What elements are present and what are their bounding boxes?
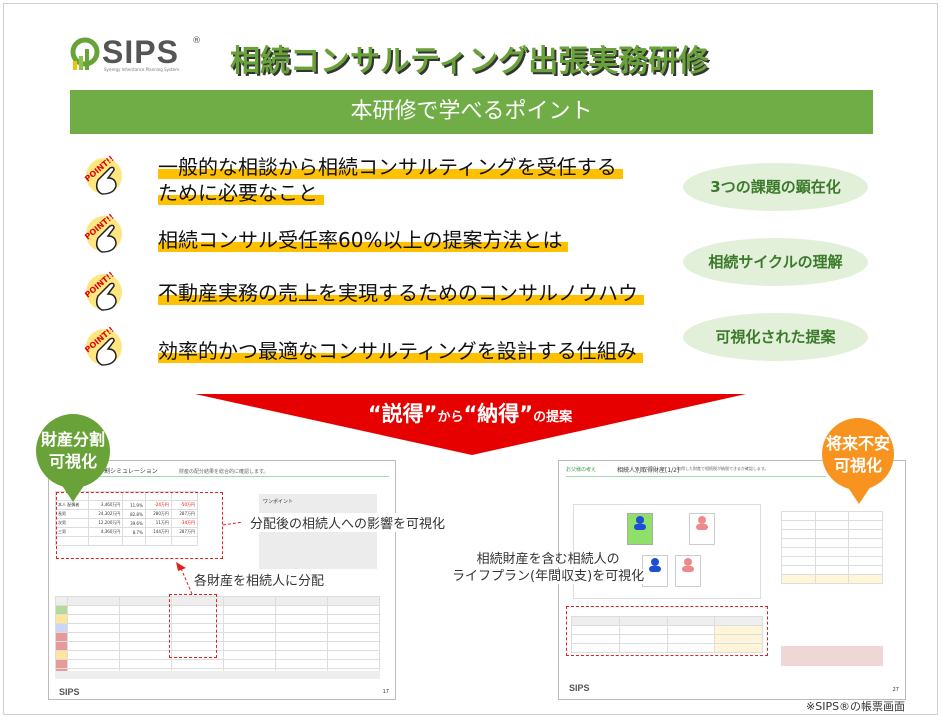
section-bar: 本研修で学べるポイント [70,90,873,134]
report-header: 割シミュレーション [104,468,158,475]
highlight-box [56,492,223,559]
annual-balance-table [571,616,763,656]
footnote: ※SIPS®の帳票画面 [806,700,906,713]
logo-mark-icon [70,37,100,70]
highlight-box [566,606,768,656]
point-4-text: 効率的かつ最適なコンサルティングを設計する仕組み [158,338,643,364]
point-1-text: 一般的な相談から相続コンサルティングを受任するために必要なこと [158,154,623,206]
person-icon [634,516,646,530]
annotation-distribute: 各財産を相続人に分配 [194,570,325,589]
badge-asset-division: 財産分割可視化 [36,414,110,502]
logo-subtitle: Synergy Inheritance Planning System [104,67,180,72]
report-header: 相続人別取得財産[1/2] [617,467,680,474]
arrow-caption: “説得”から“納得”の提案 [367,402,573,426]
report-header-note: 財産の配分結果を総合的に確認します。 [179,469,269,475]
person-icon [696,516,708,530]
table-row [55,614,380,624]
bubble-1: 3つの課題の顕在化 [683,163,868,211]
badge-future-anxiety: 将来不安可視化 [822,418,894,504]
point-3-text: 不動産実務の売上を実現するためのコンサルノウハウ [158,280,644,306]
person-icon [649,558,661,572]
point-2-text: 相続コンサル受任率60%以上の提案方法とは [158,227,569,253]
report-tab: お父様の考え [566,467,597,473]
annotation-lifeplan: 相続財産を含む相続人のライフプラン(年間収支)を可視化 [452,552,645,584]
bubble-2: 相続サイクルの理解 [683,238,868,286]
sips-logo: SIPS ® Synergy Inheritance Planning Syst… [70,34,210,76]
page-number: 17 [382,689,389,695]
inherited-assets-table [781,511,883,591]
point-pointing-hand-icon: POINT!! [80,325,126,371]
point-pointing-hand-icon: POINT!! [80,212,126,258]
page-number: 27 [892,687,899,693]
logo-registered: ® [192,36,201,46]
point-pointing-hand-icon: POINT!! [80,154,126,200]
page-title: 相続コンサルティング出張実務研修 [230,44,709,79]
logo-text: SIPS [102,34,179,70]
annotation-impact: 分配後の相続人への影響を可視化 [250,513,446,532]
person-icon [682,558,694,572]
mini-logo: SIPS [59,687,80,697]
point-pointing-hand-icon: POINT!! [80,270,126,316]
report-header-note: 取得した財産で相続税が納税できるか確認します。 [677,466,769,471]
mini-logo: SIPS [569,683,590,693]
family-tree [573,504,761,599]
bubble-3: 可視化された提案 [683,313,868,361]
highlight-box [169,594,217,658]
